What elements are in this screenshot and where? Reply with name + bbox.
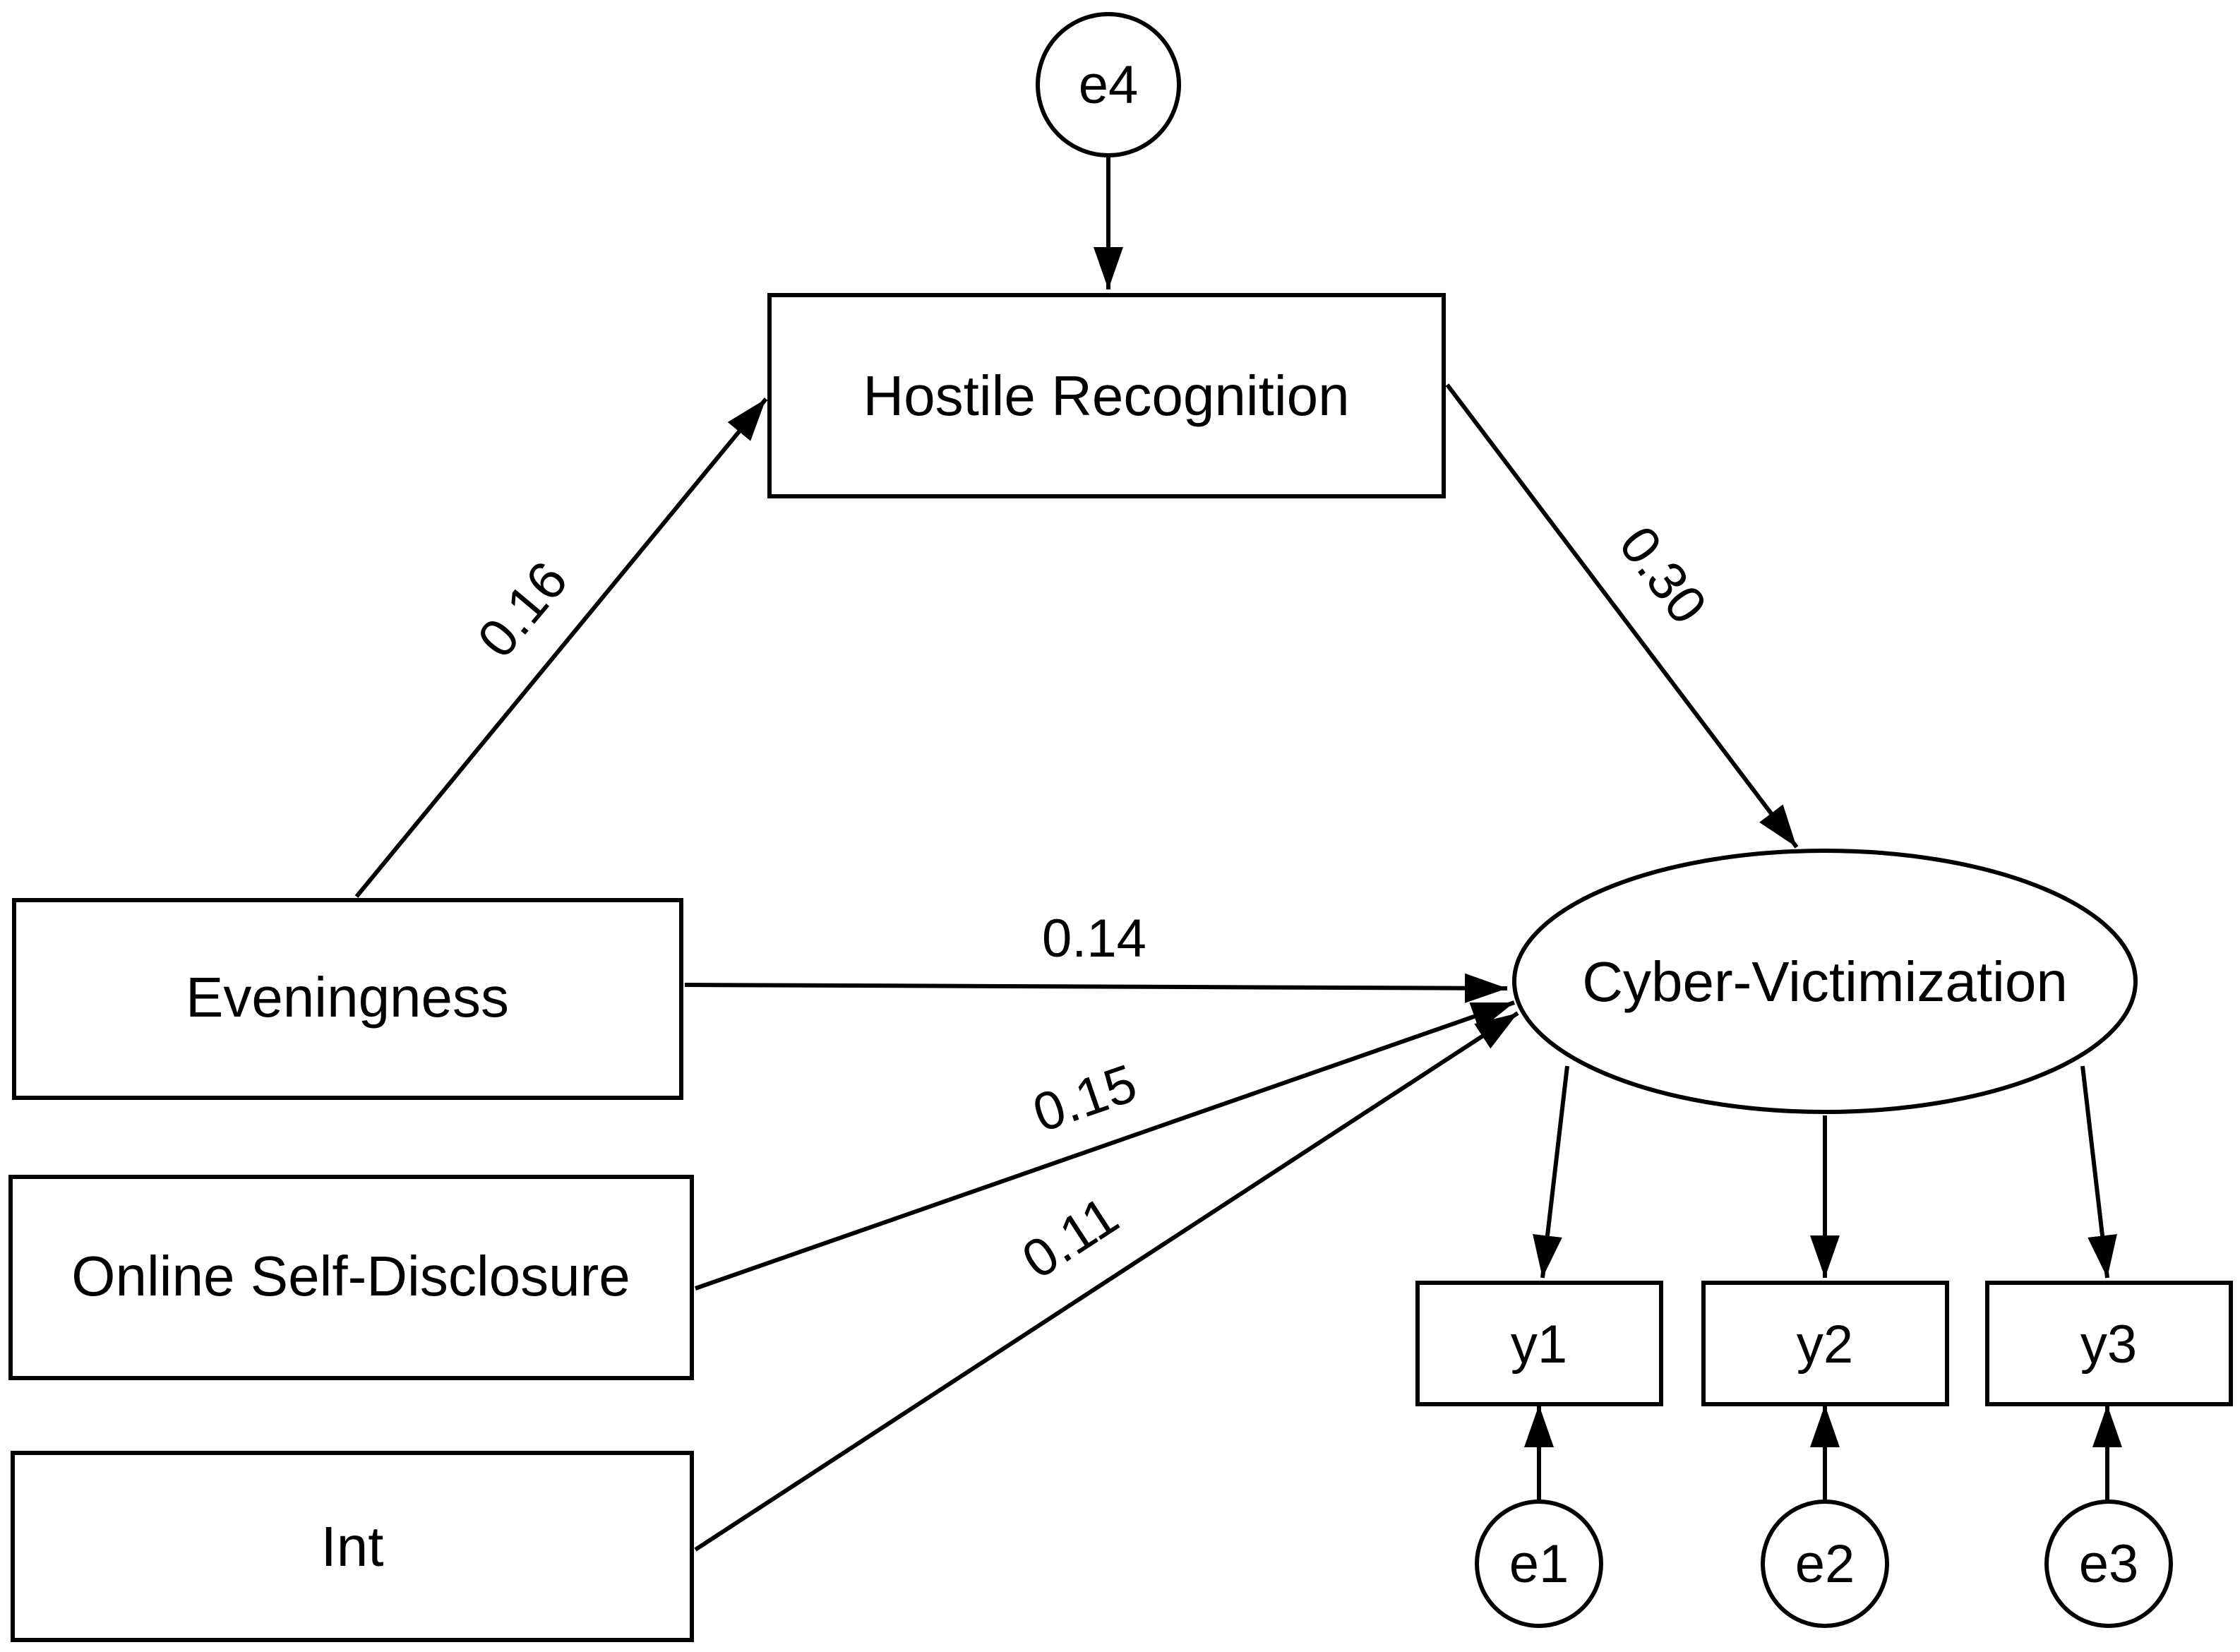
- coef-int-to-cyber: 0.11: [1012, 1185, 1129, 1291]
- edge-disclosure-to-cyber: [695, 1000, 1515, 1291]
- edge-int-to-cyber: [694, 1011, 1519, 1552]
- coef-eveningness-to-hostile: 0.16: [466, 551, 579, 669]
- node-hostile-recognition: Hostile Recognition: [767, 293, 1446, 498]
- node-y1: y1: [1415, 1281, 1663, 1406]
- node-e1: e1: [1475, 1500, 1603, 1628]
- svg-text:e2: e2: [1795, 1534, 1855, 1594]
- coef-eveningness-to-cyber: 0.14: [1042, 909, 1146, 969]
- node-online-self-disclosure: Online Self-Disclosure: [8, 1175, 694, 1380]
- svg-text:Hostile Recognition: Hostile Recognition: [863, 364, 1349, 427]
- svg-text:Eveningness: Eveningness: [186, 966, 509, 1029]
- svg-text:Online Self-Disclosure: Online Self-Disclosure: [71, 1245, 630, 1307]
- node-e4: e4: [1036, 12, 1181, 157]
- edge-eveningness-to-cyber: [684, 973, 1508, 1003]
- node-y3: y3: [1985, 1281, 2233, 1406]
- node-int: Int: [11, 1451, 694, 1642]
- node-eveningness: Eveningness: [12, 898, 683, 1100]
- svg-text:e1: e1: [1509, 1534, 1569, 1594]
- svg-text:y2: y2: [1797, 1315, 1853, 1375]
- node-y2: y2: [1701, 1281, 1949, 1406]
- edge-hostile-to-cyber: [1445, 383, 1799, 849]
- node-e3: e3: [2044, 1500, 2173, 1628]
- edge-cyber-to-y1: [1533, 1065, 1569, 1279]
- coef-disclosure-to-cyber: 0.15: [1026, 1053, 1144, 1144]
- svg-text:y1: y1: [1511, 1315, 1567, 1375]
- svg-text:Cyber-Victimization: Cyber-Victimization: [1582, 950, 2068, 1013]
- svg-text:e3: e3: [2079, 1534, 2139, 1594]
- edge-eveningness-to-hostile: [354, 397, 768, 898]
- edge-cyber-to-y3: [2080, 1065, 2117, 1279]
- svg-text:e4: e4: [1079, 55, 1139, 115]
- node-e2: e2: [1761, 1500, 1889, 1628]
- svg-text:y3: y3: [2080, 1315, 2137, 1375]
- node-cyber-victimization: Cyber-Victimization: [1512, 849, 2138, 1114]
- svg-text:Int: Int: [321, 1515, 384, 1578]
